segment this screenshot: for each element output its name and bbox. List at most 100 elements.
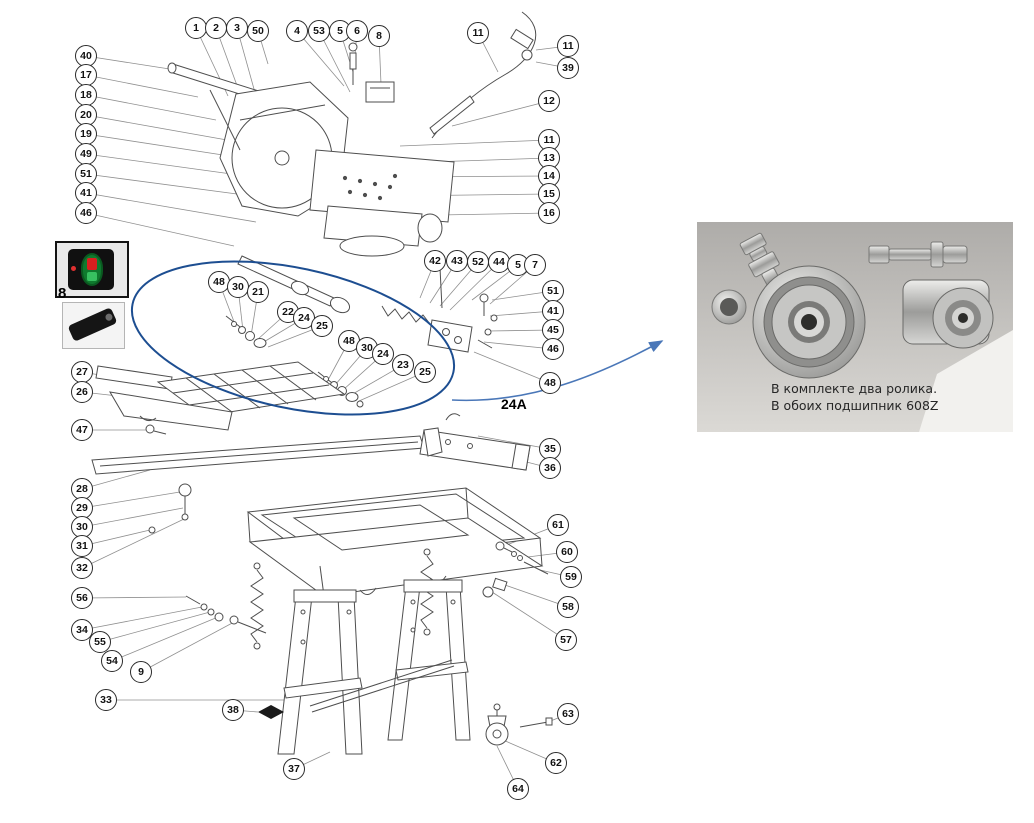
part-callout-16: 16	[538, 202, 560, 224]
switch-rocker	[81, 253, 103, 286]
part-callout-19: 19	[75, 123, 97, 145]
part-callout-53: 53	[308, 20, 330, 42]
part-callout-51: 51	[75, 163, 97, 185]
part-callout-41: 41	[75, 182, 97, 204]
pointer-arrow	[451, 340, 664, 402]
pivot-shaft	[237, 255, 444, 314]
part-callout-46: 46	[542, 338, 564, 360]
mounting-bracket	[427, 293, 498, 353]
part-callout-43: 43	[446, 250, 468, 272]
caster-wheel	[485, 703, 553, 746]
motor-plate	[309, 149, 455, 223]
part-callout-61: 61	[547, 514, 569, 536]
part-callout-58: 58	[557, 596, 579, 618]
part-callout-39: 39	[557, 57, 579, 79]
bolt-assembly-right	[868, 241, 968, 268]
part-callout-38: 38	[222, 699, 244, 721]
roller-front-view	[752, 265, 866, 379]
rail-bracket	[419, 413, 531, 471]
plug-photo	[62, 302, 125, 349]
hardware-right	[482, 541, 549, 598]
part-callout-52: 52	[467, 251, 489, 273]
highlight-label-24a: 24A	[501, 396, 527, 412]
part-callout-46: 46	[75, 202, 97, 224]
part-callout-37: 37	[283, 758, 305, 780]
bolt-stack	[348, 42, 358, 85]
switch-box-drawing	[365, 81, 395, 103]
part-callout-55: 55	[89, 631, 111, 653]
part-callout-48: 48	[539, 372, 561, 394]
part-callout-6: 6	[346, 20, 368, 42]
highlight-ellipse	[130, 260, 456, 416]
part-callout-63: 63	[557, 703, 579, 725]
photo-caption-line2: В обоих подшипник 608Z	[771, 398, 939, 413]
roller-photo-inset: В комплекте два ролика. В обоих подшипни…	[697, 222, 1013, 432]
part-callout-60: 60	[556, 541, 578, 563]
part-callout-2: 2	[205, 17, 227, 39]
part-callout-54: 54	[101, 650, 123, 672]
part-callout-34: 34	[71, 619, 93, 641]
part-callout-11: 11	[467, 22, 489, 44]
roller-photo	[697, 222, 1013, 432]
part-callout-62: 62	[545, 752, 567, 774]
part-callout-12: 12	[538, 90, 560, 112]
part-callout-11: 11	[557, 35, 579, 57]
switch-photo	[55, 241, 129, 298]
handle-rod	[429, 95, 475, 135]
part-callout-49: 49	[75, 143, 97, 165]
part-callout-36: 36	[539, 457, 561, 479]
roller-washer-stacks	[225, 315, 364, 408]
part-callout-47: 47	[71, 419, 93, 441]
switch-on-button	[87, 272, 97, 281]
part-callout-8: 8	[368, 25, 390, 47]
part-callout-29: 29	[71, 497, 93, 519]
part-callout-51: 51	[542, 280, 564, 302]
part-callout-25: 25	[414, 361, 436, 383]
part-callout-26: 26	[71, 381, 93, 403]
stand-legs-right	[309, 579, 471, 741]
paper-background	[919, 330, 1013, 432]
part-callout-50: 50	[247, 20, 269, 42]
stand-legs-left	[277, 589, 363, 755]
plug-hole	[104, 312, 114, 322]
part-callout-21: 21	[247, 281, 269, 303]
part-callout-42: 42	[424, 250, 446, 272]
motor-body	[323, 205, 443, 257]
part-callout-27: 27	[71, 361, 93, 383]
switch-photo-inset: 8	[55, 241, 135, 349]
leader-lines	[81, 27, 572, 790]
rubber-foot	[258, 705, 284, 719]
part-callout-32: 32	[71, 557, 93, 579]
part-callout-23: 23	[392, 354, 414, 376]
part-callout-1: 1	[185, 17, 207, 39]
part-callout-25: 25	[311, 315, 333, 337]
switch-led	[71, 266, 76, 271]
part-callout-17: 17	[75, 64, 97, 86]
tension-spring-small	[381, 305, 431, 325]
roller-side-view	[902, 279, 994, 349]
part-callout-64: 64	[507, 778, 529, 800]
plug-body	[67, 307, 118, 342]
part-callout-4: 4	[286, 20, 308, 42]
part-callout-33: 33	[95, 689, 117, 711]
switch-off-button	[87, 258, 97, 270]
chrome-nut	[711, 289, 747, 325]
hardware-left	[185, 595, 267, 634]
switch-body	[68, 249, 114, 290]
switch-part-number: 8	[58, 285, 67, 302]
part-callout-7: 7	[524, 254, 546, 276]
part-callout-24: 24	[372, 343, 394, 365]
photo-caption-line1: В комплекте два ролика.	[771, 381, 938, 396]
part-callout-30: 30	[227, 276, 249, 298]
machine-parts	[91, 11, 553, 755]
photo-caption: В комплекте два ролика. В обоих подшипни…	[771, 380, 939, 414]
part-callout-57: 57	[555, 629, 577, 651]
part-callout-31: 31	[71, 535, 93, 557]
part-callout-59: 59	[560, 566, 582, 588]
part-callout-56: 56	[71, 587, 93, 609]
part-callout-9: 9	[130, 661, 152, 683]
water-tray	[246, 487, 544, 597]
side-table-block	[95, 361, 346, 435]
part-callout-3: 3	[226, 17, 248, 39]
